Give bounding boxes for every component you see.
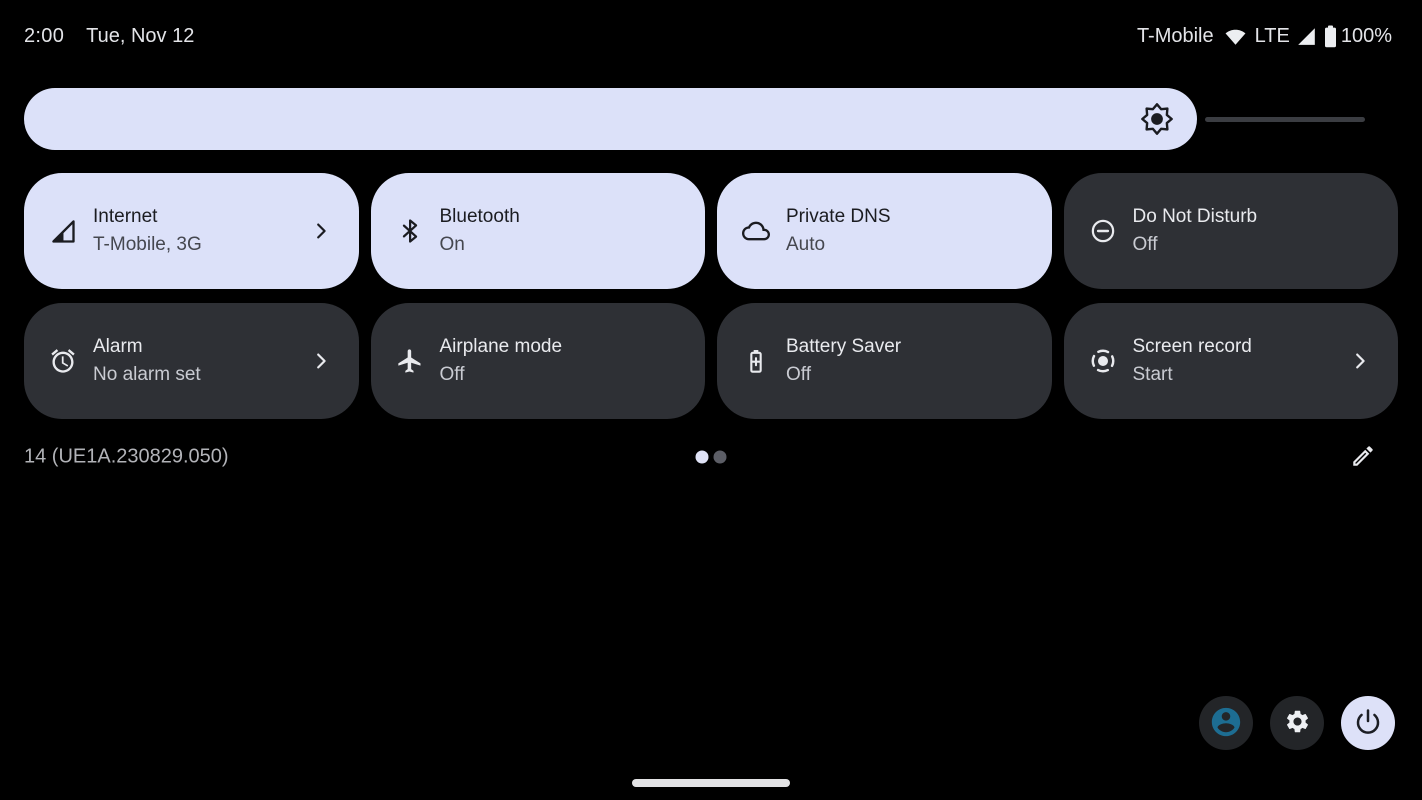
tile-status: Off — [439, 364, 465, 385]
tile-label: Screen record — [1132, 336, 1252, 357]
brightness-slider-track — [1205, 117, 1365, 122]
qs-tile-screen-record[interactable]: Screen record Start — [1063, 303, 1398, 419]
tile-status: Auto — [786, 234, 826, 255]
account-circle-icon — [1209, 705, 1243, 742]
page-indicator — [695, 450, 727, 464]
tile-status: Off — [1132, 234, 1158, 255]
chevron-right-icon — [309, 219, 333, 243]
date: Tue, Nov 12 — [86, 24, 195, 47]
tile-label: Bluetooth — [439, 206, 520, 227]
brightness-icon — [1141, 103, 1173, 135]
brightness-slider-fill — [24, 88, 1197, 150]
tile-status: No alarm set — [93, 364, 201, 385]
network-type-label: LTE — [1254, 24, 1290, 47]
cellular-signal-icon — [48, 216, 78, 246]
alarm-clock-icon — [48, 346, 78, 376]
shade-action-buttons — [1199, 696, 1395, 750]
tile-text: Private DNS Auto — [786, 203, 891, 259]
status-bar: 2:00 Tue, Nov 12 T-Mobile LTE 100% — [0, 0, 1422, 72]
tile-text: Screen record Start — [1133, 333, 1252, 389]
battery-percent-label: 100% — [1340, 24, 1392, 47]
tile-label: Alarm — [93, 336, 143, 357]
qs-tile-battery-saver[interactable]: Battery Saver Off — [717, 303, 1052, 419]
qs-tile-private-dns[interactable]: Private DNS Auto — [717, 173, 1052, 289]
tile-label: Airplane mode — [439, 336, 563, 357]
tile-text: Airplane mode Off — [440, 333, 563, 389]
tile-text: Bluetooth On — [440, 203, 520, 259]
do-not-disturb-icon — [1088, 216, 1118, 246]
tile-text: Battery Saver Off — [786, 333, 901, 389]
tile-status: Start — [1132, 364, 1173, 385]
pencil-icon — [1350, 443, 1376, 472]
cloud-icon — [741, 216, 771, 246]
qs-tile-alarm[interactable]: Alarm No alarm set — [24, 303, 359, 419]
carrier-label: T-Mobile — [1136, 24, 1214, 47]
tile-status: Off — [786, 364, 811, 385]
chevron-right-icon — [1348, 349, 1372, 373]
clock: 2:00 — [24, 24, 65, 47]
user-switcher-button[interactable] — [1199, 696, 1253, 750]
page-dot-active — [695, 450, 709, 464]
edit-tiles-button[interactable] — [1342, 436, 1384, 478]
screen-record-icon — [1088, 346, 1118, 376]
power-icon — [1353, 707, 1383, 740]
tile-text: Internet T-Mobile, 3G — [93, 203, 202, 259]
tile-text: Do Not Disturb Off — [1133, 203, 1258, 259]
tile-status: T-Mobile, 3G — [93, 234, 202, 255]
quick-settings-grid: Internet T-Mobile, 3G Bluetooth On Priva… — [24, 173, 1398, 419]
tile-label: Do Not Disturb — [1132, 206, 1258, 227]
gear-icon — [1284, 708, 1311, 738]
shade-footer: 14 (UE1A.230829.050) — [0, 438, 1422, 476]
battery-icon — [1324, 25, 1337, 48]
settings-button[interactable] — [1270, 696, 1324, 750]
qs-tile-internet[interactable]: Internet T-Mobile, 3G — [24, 173, 359, 289]
qs-tile-do-not-disturb[interactable]: Do Not Disturb Off — [1063, 173, 1398, 289]
qs-tile-airplane-mode[interactable]: Airplane mode Off — [370, 303, 705, 419]
status-bar-system-icons: T-Mobile LTE 100% — [1137, 25, 1392, 48]
tile-status: On — [439, 234, 465, 255]
build-number: 14 (UE1A.230829.050) — [24, 445, 229, 468]
qs-tile-bluetooth[interactable]: Bluetooth On — [370, 173, 705, 289]
tile-label: Battery Saver — [786, 336, 902, 357]
airplane-icon — [395, 346, 425, 376]
tile-label: Private DNS — [786, 206, 891, 227]
wifi-icon — [1224, 25, 1247, 48]
page-dot — [713, 450, 727, 464]
power-button[interactable] — [1341, 696, 1395, 750]
brightness-slider[interactable] — [24, 88, 1365, 150]
chevron-right-icon — [309, 349, 333, 373]
home-gesture-bar[interactable] — [632, 779, 790, 787]
cellular-signal-icon — [1296, 26, 1317, 47]
tile-text: Alarm No alarm set — [93, 333, 201, 389]
battery-saver-icon — [741, 346, 771, 376]
bluetooth-icon — [395, 216, 425, 246]
tile-label: Internet — [93, 206, 158, 227]
